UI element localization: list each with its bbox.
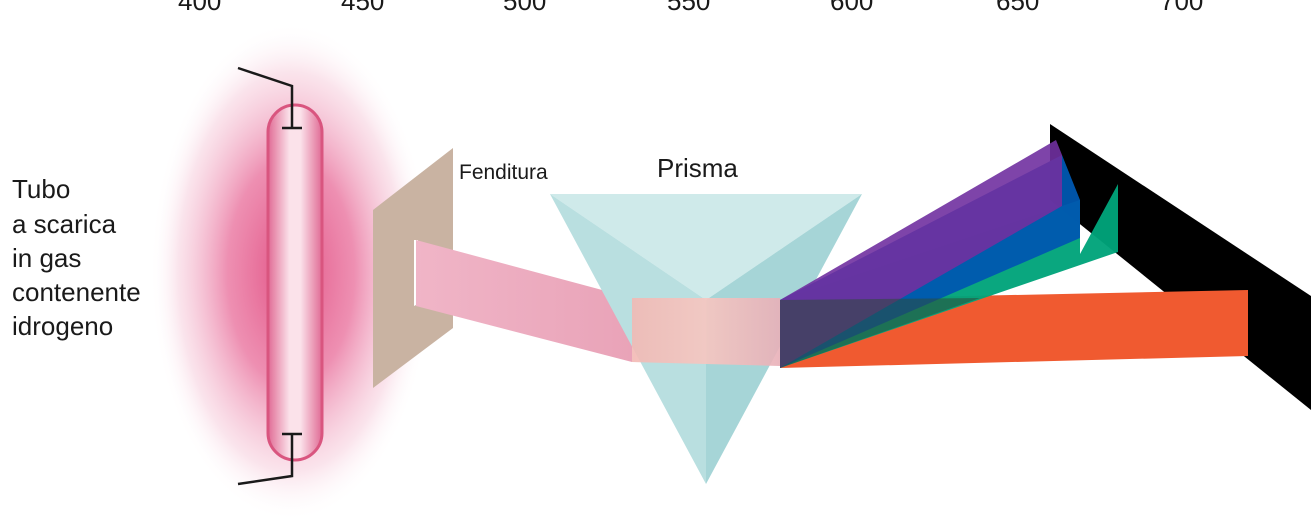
- scale-tick-500: 500: [503, 0, 546, 16]
- tube-label-line-4: contenente: [12, 277, 141, 307]
- prism-inner-beam: [632, 298, 780, 366]
- input-light-beam: [416, 240, 632, 362]
- tube-label-line-1: Tubo: [12, 174, 70, 204]
- tube-label-line-2: a scarica: [12, 209, 117, 239]
- detection-screen: [1050, 124, 1311, 410]
- scale-tick-450: 450: [341, 0, 384, 16]
- discharge-tube: [150, 22, 432, 519]
- bottom-electrode-wire: [237, 434, 294, 486]
- top-electrode-wire: [237, 66, 294, 128]
- overlap-shadow: [780, 298, 980, 368]
- tube-label: Tubo a scarica in gas contenente idrogen…: [12, 174, 141, 341]
- scale-tick-600: 600: [830, 0, 873, 16]
- wavelength-scale: 400 450 500 550 600 650 700: [178, 0, 1203, 16]
- tube-body: [266, 103, 324, 462]
- prism-label: Prisma: [657, 153, 738, 183]
- slit-label: Fenditura: [459, 161, 548, 184]
- scale-tick-400: 400: [178, 0, 221, 16]
- scale-tick-650: 650: [996, 0, 1039, 16]
- scale-tick-700: 700: [1160, 0, 1203, 16]
- emission-lines: [780, 140, 1248, 368]
- slit-plate: [373, 148, 453, 388]
- tube-label-line-3: in gas: [12, 243, 81, 273]
- prism-left-face: [550, 194, 706, 484]
- prism-back: [550, 194, 862, 300]
- tube-label-line-5: idrogeno: [12, 311, 113, 341]
- scale-tick-550: 550: [667, 0, 710, 16]
